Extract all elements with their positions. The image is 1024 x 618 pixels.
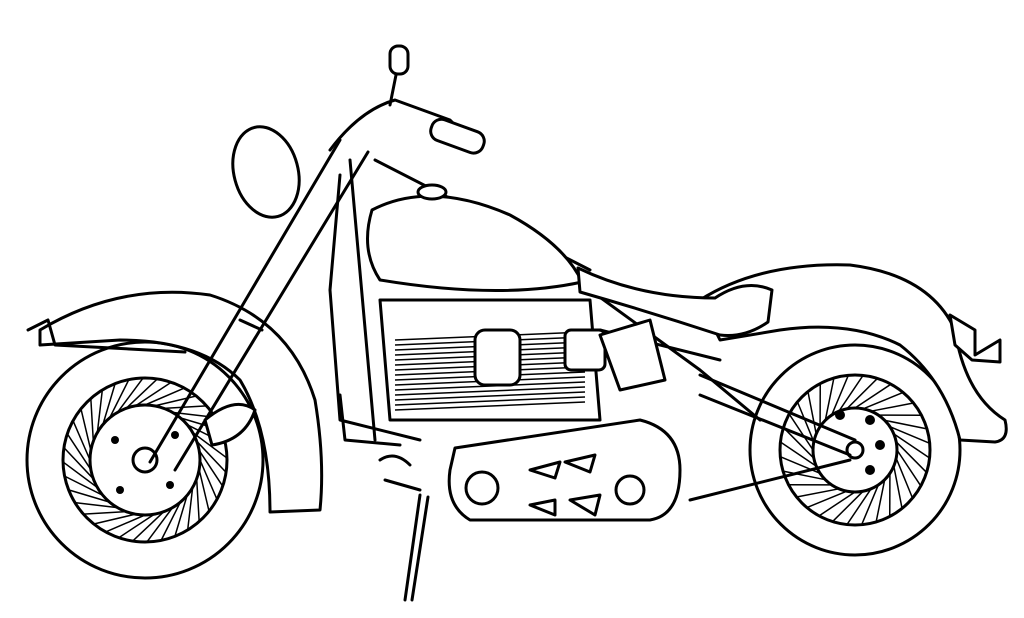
spoke <box>893 465 903 509</box>
spoke <box>160 501 182 541</box>
spoke <box>66 433 92 470</box>
engine <box>378 298 667 422</box>
spoke <box>63 447 94 480</box>
rear-turn-signal <box>948 313 1002 364</box>
spoke <box>125 378 158 409</box>
spoke <box>192 431 228 459</box>
spoke <box>80 408 92 451</box>
spoke <box>884 419 928 430</box>
spoke <box>830 375 850 416</box>
spoke <box>116 377 144 413</box>
fuel-cap <box>416 183 448 201</box>
spoke <box>782 470 826 481</box>
cooling-fin <box>394 391 586 401</box>
spoke <box>788 413 814 451</box>
swingarm <box>688 373 857 502</box>
spoke <box>860 484 880 525</box>
spoke <box>72 420 91 461</box>
foot-controls <box>338 393 422 492</box>
spoke <box>893 433 930 459</box>
spoke <box>870 402 914 412</box>
spoke <box>118 513 155 539</box>
spoke <box>824 377 835 421</box>
spoke <box>854 383 892 409</box>
cooling-fin <box>394 396 586 406</box>
spoke <box>174 495 188 537</box>
spoke <box>895 457 914 499</box>
spoke <box>62 461 98 489</box>
fork-caliper <box>203 402 257 447</box>
spoke <box>846 377 878 410</box>
spoke <box>807 391 817 435</box>
spoke <box>862 391 904 410</box>
primary-cover <box>447 418 682 522</box>
spoke <box>195 478 200 522</box>
fuel-tank <box>366 194 584 293</box>
spoke <box>68 489 110 503</box>
spoke <box>875 479 886 523</box>
spoke <box>846 488 872 525</box>
spoke <box>102 383 116 425</box>
spoke <box>146 507 174 543</box>
front-wheel <box>25 340 265 580</box>
spoke <box>838 375 864 412</box>
spoke <box>186 487 194 531</box>
spoke <box>90 398 95 442</box>
spoke <box>108 379 130 419</box>
spoke <box>64 475 104 497</box>
spoke <box>163 405 207 410</box>
headlight <box>231 125 301 219</box>
seat <box>576 266 774 337</box>
mirror-stem <box>388 44 410 76</box>
spoke <box>196 440 227 473</box>
cooling-fin <box>394 386 586 396</box>
rear-wheel <box>748 343 962 557</box>
spoke <box>135 381 172 407</box>
spoke <box>199 459 218 500</box>
spoke <box>132 511 165 542</box>
spoke <box>96 389 104 433</box>
kickstand <box>403 493 430 602</box>
cooling-fin <box>394 401 586 411</box>
spoke <box>780 441 817 467</box>
spoke <box>144 387 185 406</box>
spoke <box>895 441 928 473</box>
spoke <box>83 510 127 515</box>
spoke <box>782 427 815 459</box>
spoke <box>93 513 136 525</box>
spoke <box>198 469 210 512</box>
spoke <box>198 450 224 487</box>
handlebar-grip <box>429 117 486 155</box>
spoke <box>896 449 922 487</box>
spoke <box>806 490 848 509</box>
spoke <box>889 425 930 445</box>
spoke <box>796 488 840 498</box>
fender-rail <box>26 318 187 354</box>
spoke <box>74 501 118 509</box>
rear-fender <box>698 263 1008 444</box>
spoke <box>832 490 864 523</box>
spoke <box>818 491 856 517</box>
spoke <box>796 401 815 443</box>
spoke <box>105 514 146 533</box>
